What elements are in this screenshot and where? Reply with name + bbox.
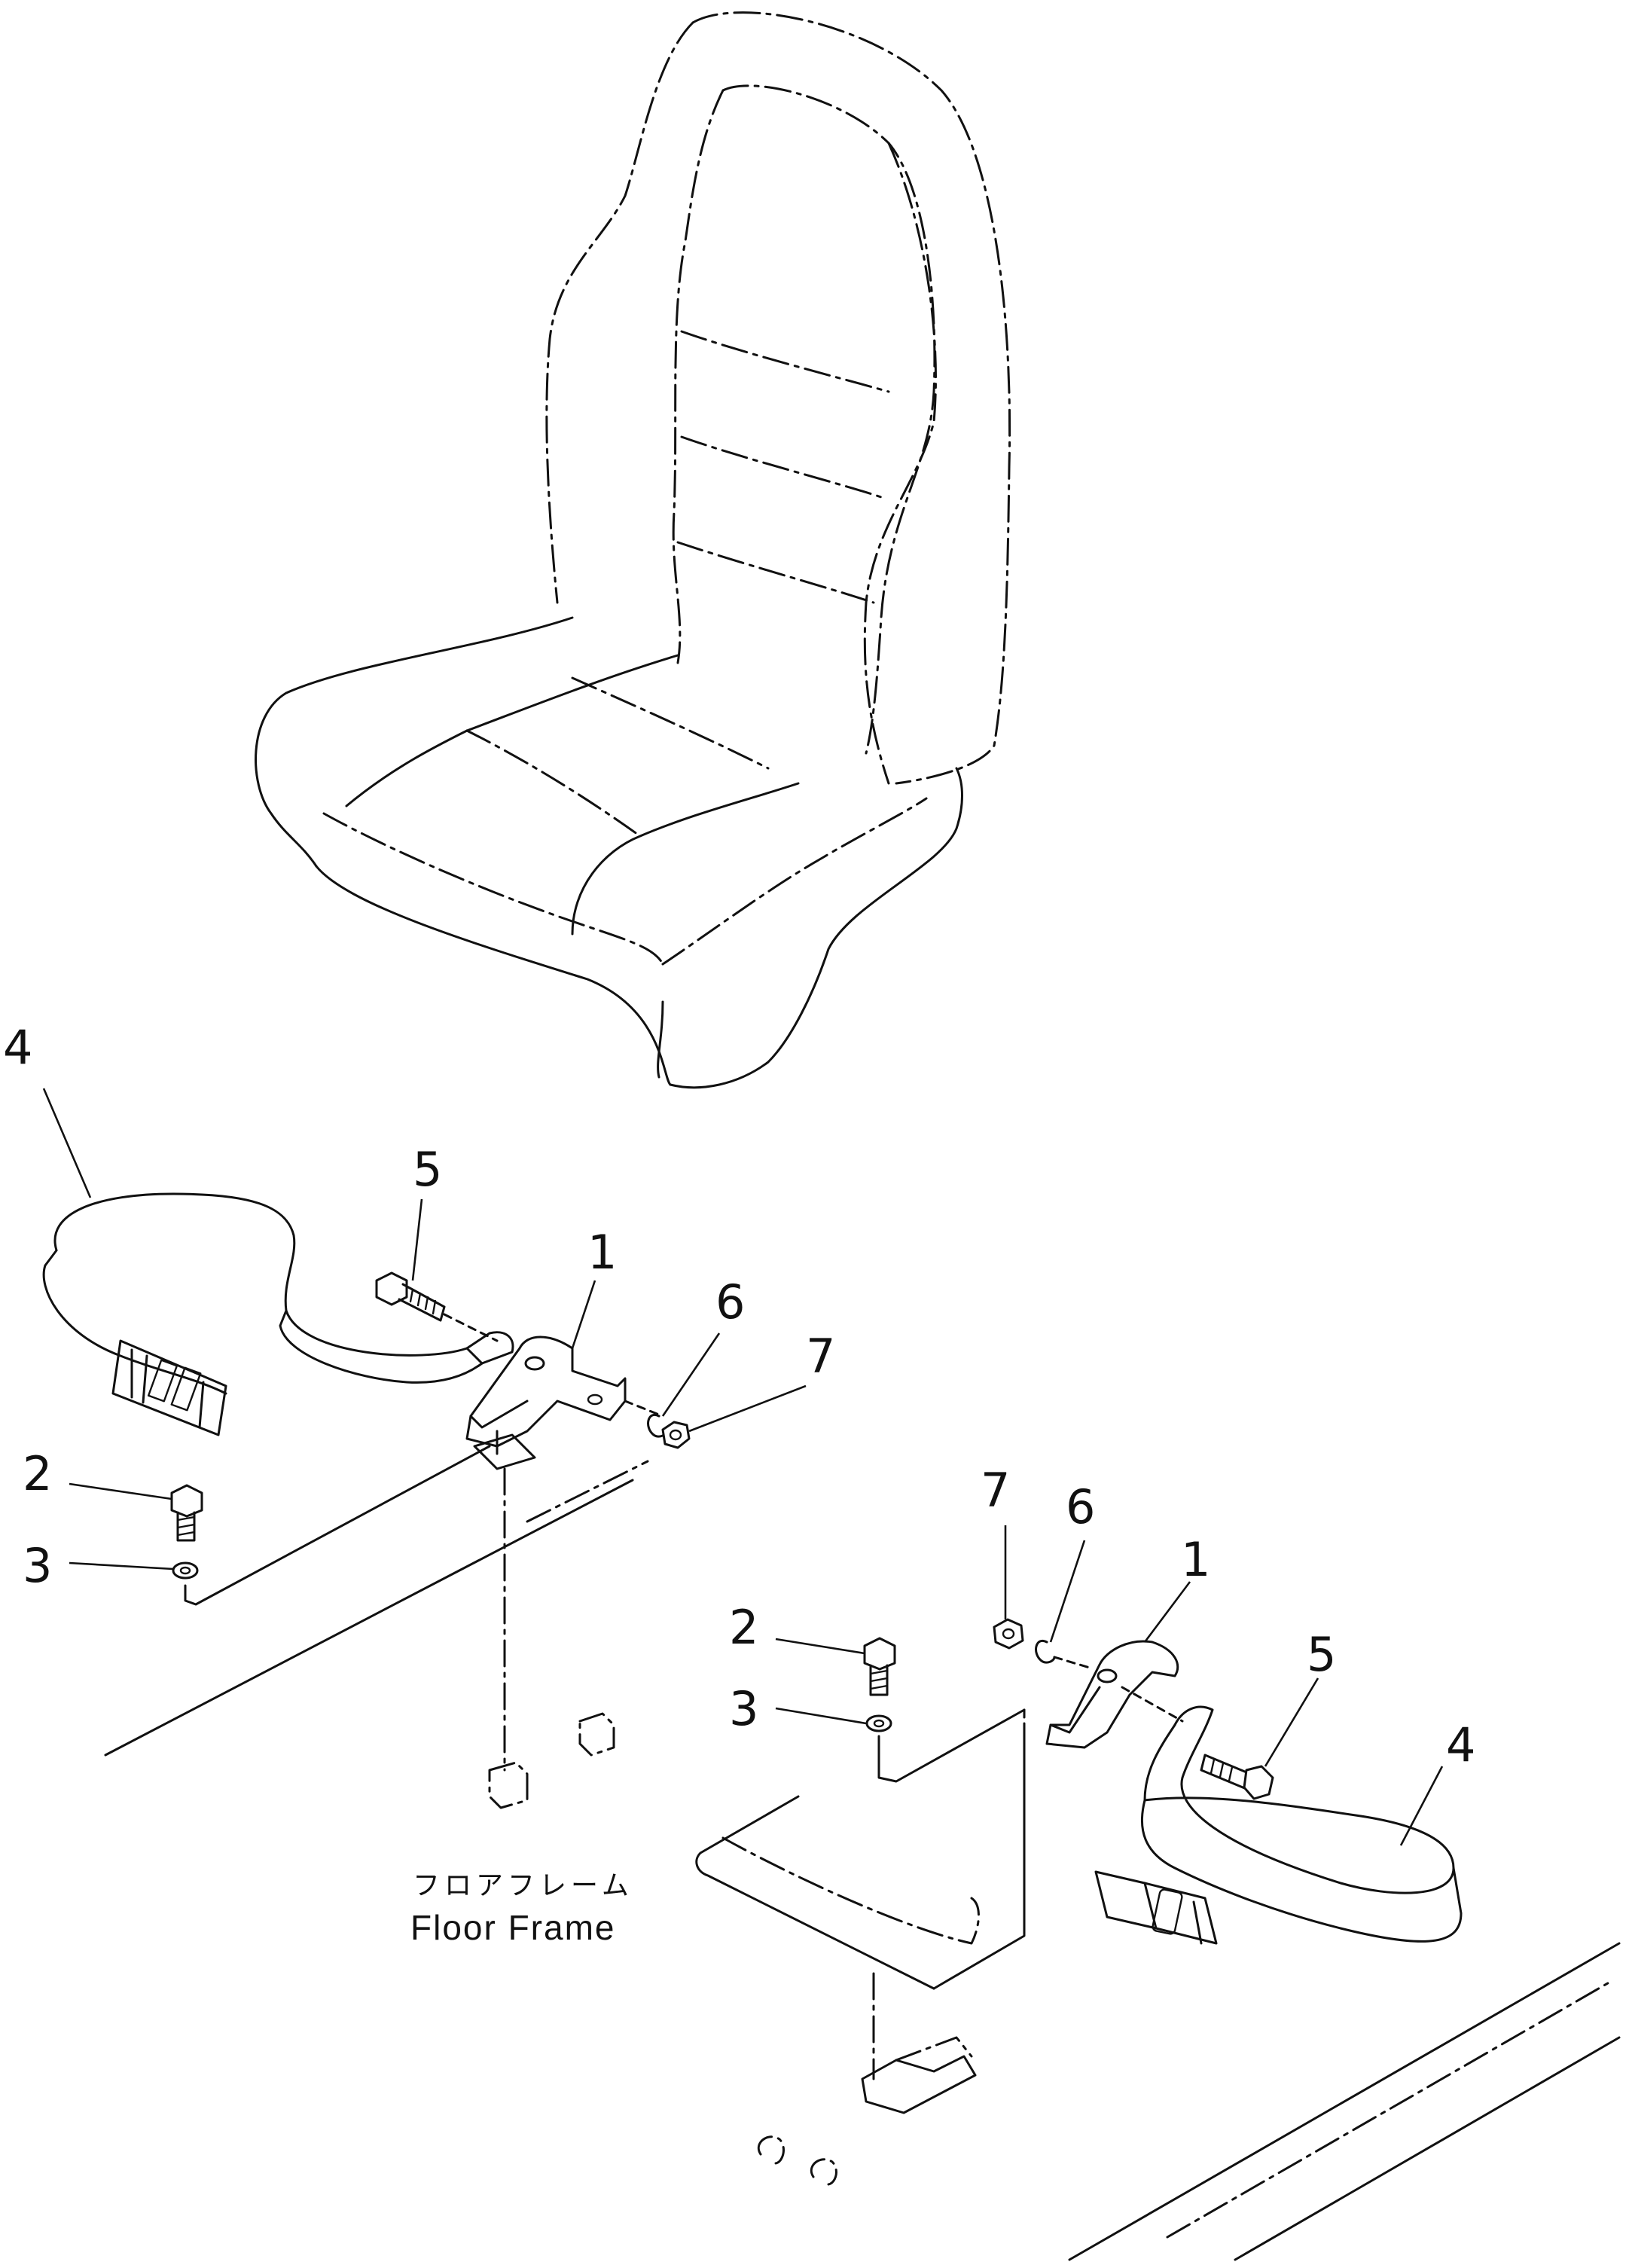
left-mount-bolt bbox=[170, 1484, 203, 1542]
callouts-right: 7 6 1 5 2 3 4 bbox=[729, 1463, 1475, 1846]
right-spring-washer bbox=[1035, 1639, 1056, 1664]
callout-right-spring-washer: 6 bbox=[1066, 1479, 1095, 1534]
callout-left-strap: 4 bbox=[3, 1020, 32, 1075]
right-floor-nut bbox=[758, 2135, 785, 2165]
callout-left-mount-washer: 3 bbox=[23, 1538, 52, 1593]
callout-left-mount-bolt: 2 bbox=[23, 1446, 52, 1501]
callout-right-strap-bolt: 5 bbox=[1307, 1627, 1336, 1682]
callout-right-strap: 4 bbox=[1446, 1717, 1475, 1772]
right-floor-plate bbox=[695, 1723, 1026, 2080]
right-buckle bbox=[1094, 1870, 1218, 1945]
callout-left-spring-washer: 6 bbox=[715, 1274, 745, 1329]
right-floor-nut-2 bbox=[810, 2158, 837, 2186]
left-seat-belt-bracket bbox=[465, 1335, 627, 1448]
callout-left-strap-bolt: 5 bbox=[413, 1142, 442, 1197]
callout-left-bracket: 1 bbox=[587, 1225, 617, 1280]
left-floor-nut bbox=[488, 1761, 529, 1809]
callout-right-nut: 7 bbox=[981, 1463, 1010, 1518]
left-strap-tab bbox=[465, 1331, 514, 1365]
left-buckle bbox=[111, 1339, 227, 1436]
right-nut bbox=[993, 1618, 1024, 1650]
right-strap-bolt bbox=[1200, 1754, 1274, 1800]
left-nut bbox=[661, 1421, 691, 1449]
left-strap-bolt bbox=[375, 1271, 446, 1322]
callout-right-mount-bolt: 2 bbox=[729, 1600, 758, 1655]
caption-japanese: フロアフレーム bbox=[413, 1870, 633, 1901]
seat-outline bbox=[255, 11, 1011, 1089]
callouts-left: 4 5 1 6 7 2 3 bbox=[3, 1020, 835, 1593]
right-mount-bolt bbox=[863, 1637, 896, 1696]
callout-left-nut: 7 bbox=[806, 1329, 835, 1384]
right-floor-block bbox=[861, 2055, 977, 2114]
callout-right-mount-washer: 3 bbox=[729, 1681, 758, 1736]
left-seat-belt-assembly bbox=[42, 1192, 691, 1809]
floor-frame-edge bbox=[104, 1479, 634, 1757]
right-seat-belt-assembly bbox=[695, 1618, 1621, 2261]
left-base-plate bbox=[473, 1433, 536, 1470]
left-floor-nut-2 bbox=[578, 1712, 615, 1757]
left-seat-belt-strap bbox=[42, 1192, 484, 1395]
left-mount-washer bbox=[172, 1561, 199, 1580]
caption-english: Floor Frame bbox=[410, 1908, 615, 1947]
right-mount-washer bbox=[865, 1714, 892, 1732]
right-seat-belt-strap bbox=[1140, 1705, 1463, 1943]
floor-frame-caption: フロアフレーム Floor Frame bbox=[410, 1870, 633, 1947]
callout-right-bracket: 1 bbox=[1181, 1532, 1210, 1587]
floor-frame-long-edge bbox=[1068, 1942, 1621, 2261]
right-seat-belt-bracket bbox=[1045, 1640, 1179, 1749]
